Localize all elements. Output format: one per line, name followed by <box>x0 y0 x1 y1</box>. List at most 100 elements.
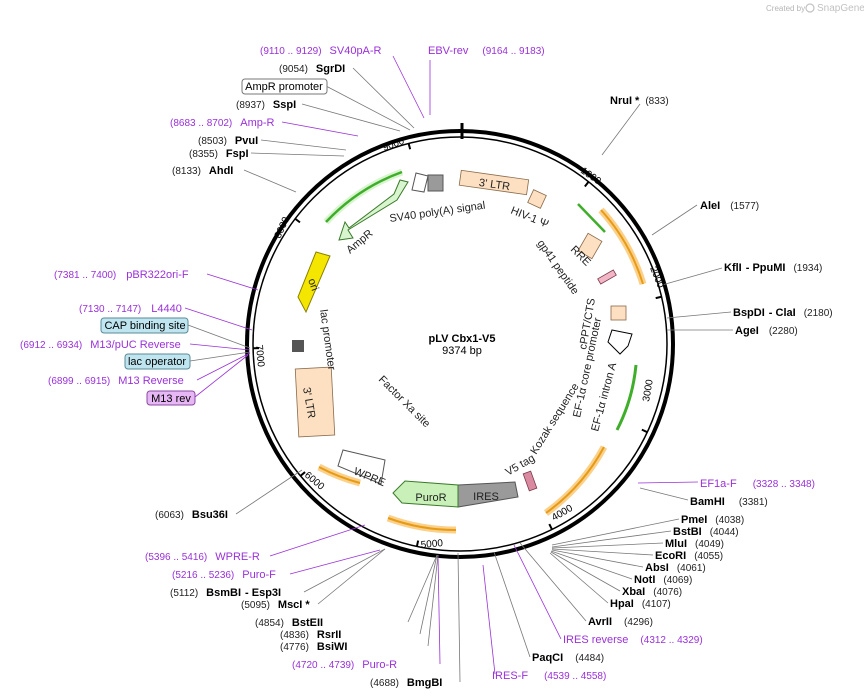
factor-xa-label: Factor Xa site <box>376 374 432 430</box>
cap-binding-site-box[interactable]: CAP binding site <box>100 317 189 334</box>
puror-label: PuroR <box>415 492 446 504</box>
primer-m13-puc-reverse[interactable]: (6912 .. 6934)M13/pUC Reverse <box>20 339 181 351</box>
leader-line <box>317 548 386 605</box>
tick-5000 <box>415 540 420 547</box>
hiv-psi-label: HIV-1 Ψ <box>509 205 550 231</box>
site-bstbi[interactable]: BstBI(4044) <box>673 526 739 538</box>
feature-arcs <box>317 168 647 534</box>
tick-marks <box>253 143 662 547</box>
primer-ires-reverse[interactable]: IRES reverse(4312 .. 4329) <box>563 634 703 646</box>
plasmid-name: pLV Cbx1-V5 <box>428 333 495 345</box>
site-avrii[interactable]: AvrII(4296) <box>588 616 653 628</box>
leader-line <box>289 549 381 575</box>
site-ahdi[interactable]: (8133)AhdI <box>172 165 233 177</box>
site-bsmbi[interactable]: (5112)BsmBI- Esp3I <box>170 587 281 599</box>
lac-operator-box[interactable]: lac operator <box>124 353 191 370</box>
tick-label-3000: 3000 <box>641 378 656 402</box>
primer-amp-r[interactable]: (8683 .. 8702)Amp-R <box>170 117 275 129</box>
site-absi[interactable]: AbsI(4061) <box>645 562 706 574</box>
leader-lines <box>184 55 733 683</box>
site-rsrii[interactable]: (4836)RsrII <box>280 629 341 641</box>
leader-line <box>206 273 259 291</box>
kozak-label: Kozak sequence <box>528 381 581 456</box>
ires-label: IRES <box>473 491 499 503</box>
site-agei[interactable]: AgeI(2280) <box>735 325 798 337</box>
leader-line <box>551 542 664 549</box>
cap-binding-site-label: CAP binding site <box>104 320 185 332</box>
leader-line <box>250 152 345 157</box>
m13-rev-box[interactable]: M13 rev <box>146 390 196 406</box>
primer-ebv-rev[interactable]: EBV-rev(9164 .. 9183) <box>428 45 545 57</box>
ef1a-intron-label: EF-1α intron A <box>589 361 619 433</box>
tick-6000 <box>299 471 306 477</box>
ori-label: ori <box>305 277 320 293</box>
leader-line <box>194 354 249 398</box>
site-xbai[interactable]: XbaI(4076) <box>622 586 682 598</box>
leader-line <box>269 524 366 557</box>
site-bsteii[interactable]: (4854)BstEII <box>255 617 323 629</box>
primer-sv40pa-r[interactable]: (9110 .. 9129)SV40pA-R <box>260 45 382 57</box>
created-by-text: Created by <box>766 4 805 13</box>
primer-pbr322ori-f[interactable]: (7381 .. 7400)pBR322ori-F <box>54 269 189 281</box>
ampr-promoter-box[interactable]: AmpR promoter <box>241 78 328 95</box>
lac-promoter-label: lac promoter <box>317 309 337 372</box>
primer-wpre-r[interactable]: (5396 .. 5416)WPRE-R <box>145 551 260 563</box>
leader-line <box>493 551 531 658</box>
primer-puro-r[interactable]: (4720 .. 4739)Puro-R <box>292 659 397 671</box>
leader-line <box>187 324 251 349</box>
leader-line <box>189 351 251 362</box>
site-kfli[interactable]: KflI- PpuMI(1934) <box>724 262 822 274</box>
leader-line <box>352 67 415 129</box>
leader-line <box>551 518 680 546</box>
leader-line <box>325 85 411 131</box>
m13-rev-label: M13 rev <box>151 393 191 405</box>
site-bspdi[interactable]: BspDI- ClaI(2180) <box>733 307 833 319</box>
primer-ef1a-f[interactable]: EF1a-F(3328 .. 3348) <box>700 478 815 490</box>
site-bmgbi[interactable]: (4688)BmgBI <box>370 677 442 689</box>
leader-line <box>513 544 562 640</box>
leader-line <box>419 554 438 635</box>
site-fspi[interactable]: (8355)FspI <box>189 148 249 160</box>
backbone-ring <box>245 129 675 559</box>
site-msci[interactable]: (5095)MscI * <box>241 599 310 611</box>
tick-4000 <box>548 523 553 530</box>
site-noti[interactable]: NotI(4069) <box>634 574 692 586</box>
leader-line <box>235 469 303 515</box>
site-hpai[interactable]: HpaI(4107) <box>610 598 671 610</box>
inner-features <box>292 123 633 508</box>
leader-line <box>651 204 698 236</box>
site-mlui[interactable]: MluI(4049) <box>665 538 724 550</box>
leader-line <box>184 307 253 331</box>
site-nrui[interactable]: NruI *(833) <box>610 95 669 107</box>
tick-1000 <box>584 181 590 188</box>
tick-label-9000: 9000 <box>381 136 406 154</box>
leader-line <box>196 352 251 381</box>
leader-line <box>407 554 438 623</box>
site-paqci[interactable]: PaqCI(4484) <box>532 652 604 664</box>
leader-line <box>637 481 699 484</box>
ltr5-label: 3' LTR <box>478 177 511 193</box>
primer-l4440[interactable]: (7130 .. 7147)L4440 <box>79 303 182 315</box>
tick-9000 <box>407 143 412 150</box>
tick-3000 <box>641 428 648 434</box>
site-ecori[interactable]: EcoRI(4055) <box>655 550 723 562</box>
ltr3-label: 3' LTR <box>300 386 317 419</box>
snapgene-brand: SnapGene <box>817 3 864 14</box>
site-sgrdi[interactable]: (9054)SgrDI <box>279 63 345 75</box>
site-pvui[interactable]: (8503)PvuI <box>198 135 258 147</box>
tick-label-7000: 7000 <box>253 344 266 368</box>
primer-m13-reverse[interactable]: (6899 .. 6915)M13 Reverse <box>48 375 184 387</box>
site-bsu36i[interactable]: (6063)Bsu36I <box>155 509 228 521</box>
site-bsiwi[interactable]: (4776)BsiWI <box>280 641 347 653</box>
leader-line <box>189 343 251 351</box>
primer-ires-f[interactable]: IRES-F(4539 .. 4558) <box>492 670 606 682</box>
site-alei[interactable]: AleI(1577) <box>700 200 759 212</box>
site-bamhi[interactable]: BamHI(3381) <box>690 496 768 508</box>
primer-puro-f[interactable]: (5216 .. 5236)Puro-F <box>172 569 276 581</box>
site-pmei[interactable]: PmeI(4038) <box>681 514 744 526</box>
tick-label-5000: 5000 <box>420 538 444 551</box>
leader-line <box>457 552 461 683</box>
site-sspi[interactable]: (8937)SspI <box>236 99 296 111</box>
leader-line <box>551 549 644 568</box>
